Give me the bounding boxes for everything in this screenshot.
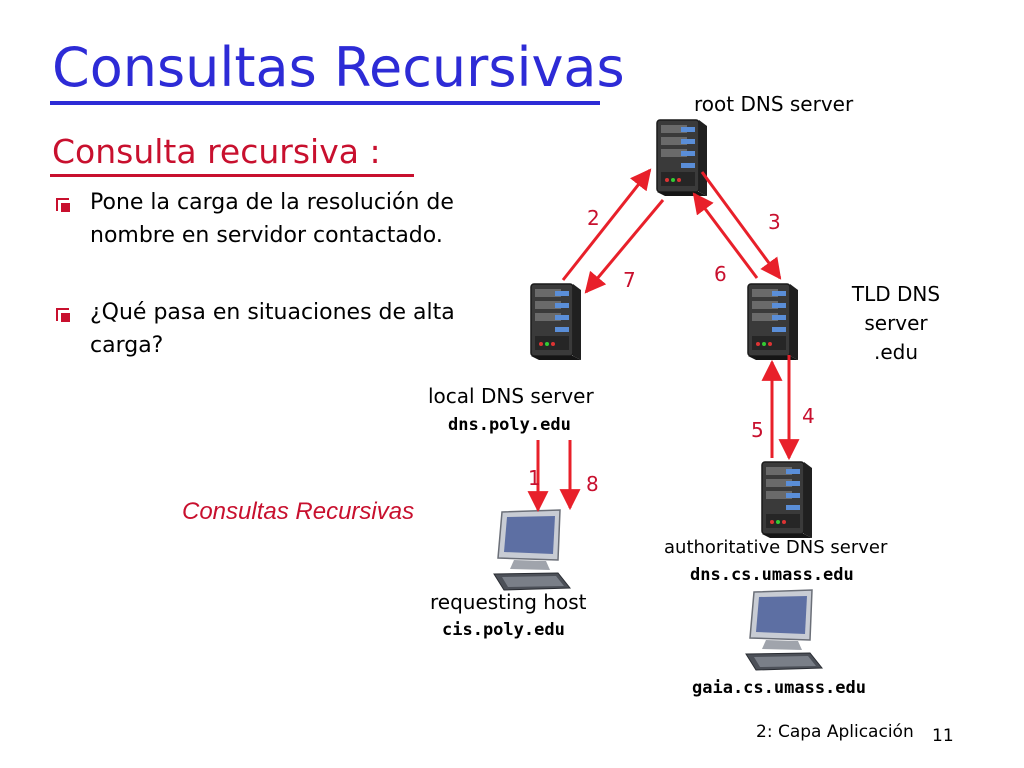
step-number-1: 1 bbox=[528, 466, 541, 490]
arrow-step-3 bbox=[700, 171, 782, 280]
arrow-step-7 bbox=[584, 199, 665, 294]
step-number-5: 5 bbox=[751, 418, 764, 442]
requesting-host-name: cis.poly.edu bbox=[442, 620, 565, 640]
authoritative-dns-server-hostname: dns.cs.umass.edu bbox=[690, 565, 854, 585]
tld-dns-server-label: TLD DNS server .edu bbox=[836, 280, 956, 367]
bullet-item: ¿Qué pasa en situaciones de alta carga? bbox=[56, 296, 476, 362]
tld-label-line: .edu bbox=[873, 340, 919, 364]
tld-label-line: server bbox=[864, 311, 928, 335]
requesting-host-label: requesting host bbox=[430, 590, 587, 614]
authoritative-dns-server-icon bbox=[761, 461, 813, 539]
recursive-queries-label: Consultas Recursivas bbox=[182, 498, 415, 525]
step-number-6: 6 bbox=[714, 262, 727, 286]
tld-dns-server-icon bbox=[747, 283, 799, 361]
root-dns-server-icon bbox=[656, 119, 708, 197]
step-number-3: 3 bbox=[768, 210, 781, 234]
local-dns-server-hostname: dns.poly.edu bbox=[448, 415, 571, 435]
arrow-step-2 bbox=[561, 168, 652, 281]
subtitle-underline bbox=[50, 174, 414, 177]
page-title: Consultas Recursivas bbox=[52, 36, 625, 99]
local-dns-server-label: local DNS server bbox=[428, 384, 594, 408]
root-dns-server-label: root DNS server bbox=[694, 92, 854, 116]
title-underline bbox=[50, 101, 600, 105]
gaia-host-name: gaia.cs.umass.edu bbox=[692, 678, 866, 698]
requesting-host-computer-icon bbox=[493, 509, 571, 591]
bullet-marker-icon bbox=[56, 198, 70, 212]
query-arrows bbox=[527, 168, 800, 513]
subtitle: Consulta recursiva : bbox=[52, 132, 381, 171]
footer-chapter-label: 2: Capa Aplicación bbox=[756, 722, 914, 742]
step-number-8: 8 bbox=[586, 472, 599, 496]
tld-label-line: TLD DNS bbox=[851, 282, 941, 306]
bullet-marker-icon bbox=[56, 308, 70, 322]
bullet-text: Pone la carga de la resolución de nombre… bbox=[90, 190, 454, 248]
page-number: 11 bbox=[932, 726, 954, 746]
gaia-host-computer-icon bbox=[745, 589, 823, 671]
authoritative-dns-server-label: authoritative DNS server bbox=[664, 537, 888, 558]
step-number-4: 4 bbox=[802, 404, 815, 428]
local-dns-server-icon bbox=[530, 283, 582, 361]
step-number-7: 7 bbox=[623, 268, 636, 292]
arrow-step-6 bbox=[692, 192, 759, 279]
bullet-item: Pone la carga de la resolución de nombre… bbox=[56, 186, 476, 252]
bullet-text: ¿Qué pasa en situaciones de alta carga? bbox=[90, 300, 455, 358]
step-number-2: 2 bbox=[587, 206, 600, 230]
